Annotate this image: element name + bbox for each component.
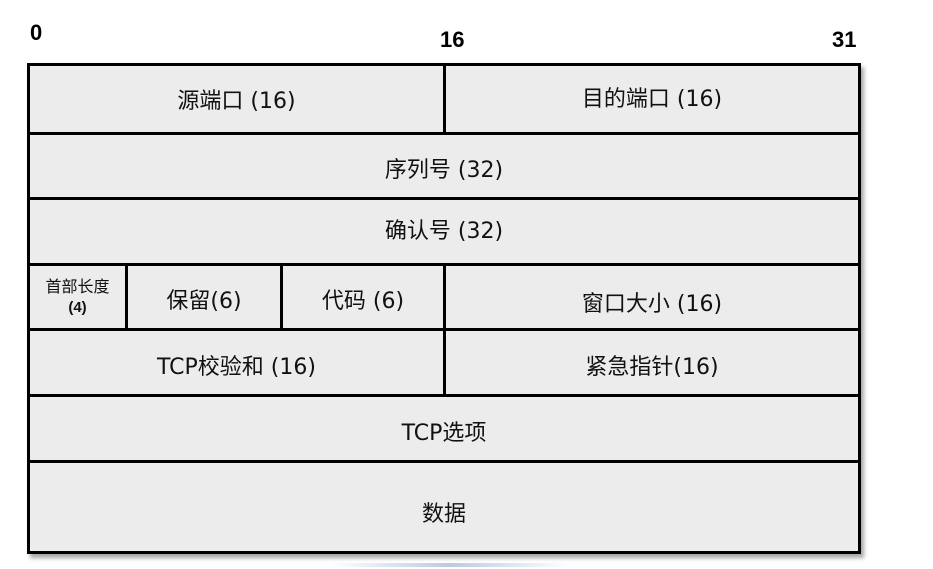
row-divider: [30, 460, 858, 463]
checksum-field: TCP校验和 (16): [157, 354, 316, 380]
source-port-field: 源端口 (16): [177, 88, 296, 114]
options-field: TCP选项: [401, 420, 487, 446]
decorative-underline: [330, 563, 570, 567]
sequence-number-field: 序列号 (32): [384, 158, 504, 184]
row-divider: [30, 197, 858, 200]
header-length-label: 首部长度: [45, 276, 110, 296]
ack-number-field: 确认号 (32): [384, 218, 504, 244]
tcp-header-diagram: 源端口 (16) 目的端口 (16) 序列号 (32) 确认号 (32) 首部长…: [27, 63, 861, 554]
column-divider: [443, 266, 446, 394]
header-length-field: 首部长度 (4): [30, 266, 125, 328]
header-length-bits: (4): [68, 298, 87, 316]
bit-label-0: 0: [30, 20, 43, 45]
column-divider: [443, 66, 446, 132]
code-field: 代码 (6): [321, 289, 405, 315]
data-field: 数据: [421, 501, 466, 527]
column-divider: [280, 266, 283, 328]
bit-label-16: 16: [440, 27, 465, 52]
reserved-field: 保留(6): [166, 289, 242, 315]
bit-label-31: 31: [832, 27, 857, 52]
row-divider: [30, 132, 858, 135]
urgent-pointer-field: 紧急指针(16): [585, 354, 719, 380]
dest-port-field: 目的端口 (16): [581, 86, 723, 112]
row-divider: [30, 263, 858, 266]
column-divider: [125, 266, 128, 328]
window-size-field: 窗口大小 (16): [581, 292, 723, 318]
row-divider: [30, 394, 858, 397]
